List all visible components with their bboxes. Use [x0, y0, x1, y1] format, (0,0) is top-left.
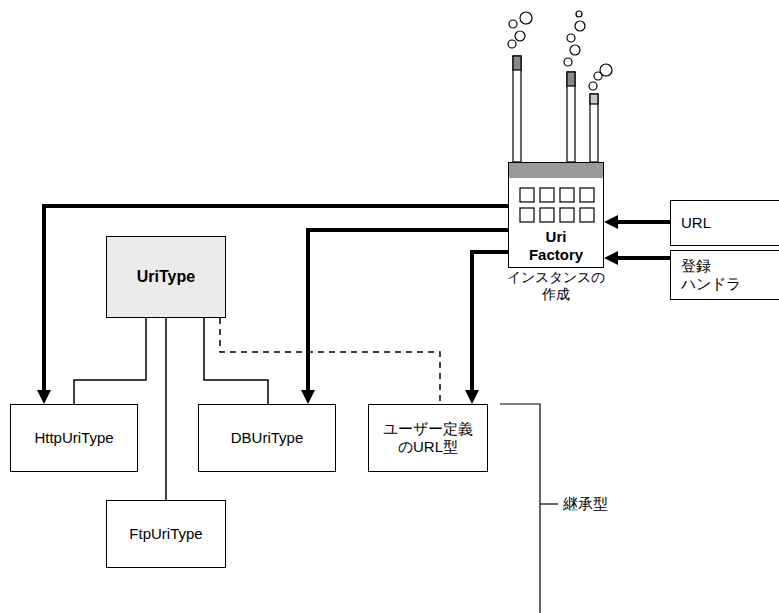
input-arrow [610, 256, 670, 260]
smoke-puff [509, 20, 517, 28]
smoke-puff [600, 64, 612, 76]
window [520, 188, 534, 202]
inheritance-label: 継承型 [563, 494, 608, 514]
smoke-puff [570, 45, 580, 55]
caption-text: インスタンスの 作成 [500, 269, 612, 303]
input-box: 登録 ハンドラ [670, 250, 779, 300]
node-text: URL [681, 214, 711, 232]
window [580, 208, 594, 222]
window [560, 208, 574, 222]
chimney [513, 56, 521, 162]
subtype-box: DBUriType [198, 404, 336, 472]
window [540, 208, 554, 222]
chimney-top [567, 72, 575, 86]
smoke-puff [508, 40, 516, 48]
smoke-puff [575, 21, 585, 31]
smoke [508, 11, 612, 90]
instantiation-arrow [308, 230, 508, 398]
node-text: DBUriType [231, 429, 304, 447]
chimneys [513, 56, 598, 162]
bracket-tick [540, 503, 558, 504]
window [580, 188, 594, 202]
instantiation-arrow [472, 252, 508, 398]
smoke-puff [567, 34, 575, 42]
base-type-box: UriType [106, 236, 226, 318]
chimney [567, 72, 575, 162]
inheritance-line [165, 318, 167, 500]
factory-body [508, 162, 604, 268]
subtype-box: HttpUriType [10, 404, 138, 472]
node-text: HttpUriType [34, 429, 113, 447]
inheritance-line [74, 318, 146, 404]
smoke-puff [589, 82, 597, 90]
smoke-puff [520, 12, 532, 24]
node-text: Uri Factory [524, 228, 588, 264]
factory-windows [520, 188, 594, 222]
smoke-puff [515, 31, 525, 41]
chimney-top [513, 56, 521, 70]
factory-box: Uri Factoryインスタンスの 作成 [508, 162, 604, 268]
subtype-box: ユーザー定義 のURL型 [368, 404, 488, 472]
factory-roof-band [508, 162, 604, 178]
window [520, 208, 534, 222]
subtype-box: FtpUriType [106, 500, 226, 568]
chimney [590, 94, 598, 162]
window [540, 188, 554, 202]
node-text: 登録 ハンドラ [681, 257, 753, 293]
node-text: ユーザー定義 のURL型 [375, 420, 481, 456]
smoke-puff [564, 58, 572, 66]
node-text: FtpUriType [129, 525, 202, 543]
window [560, 188, 574, 202]
input-box: URL [670, 200, 779, 246]
node-text: UriType [137, 268, 195, 286]
smoke-puff [576, 11, 582, 17]
inheritance-line [220, 318, 440, 404]
inheritance-line [204, 318, 268, 404]
chimney-top [590, 94, 598, 104]
instantiation-arrow [44, 206, 508, 398]
bracket [500, 404, 540, 613]
input-arrow [610, 220, 670, 224]
